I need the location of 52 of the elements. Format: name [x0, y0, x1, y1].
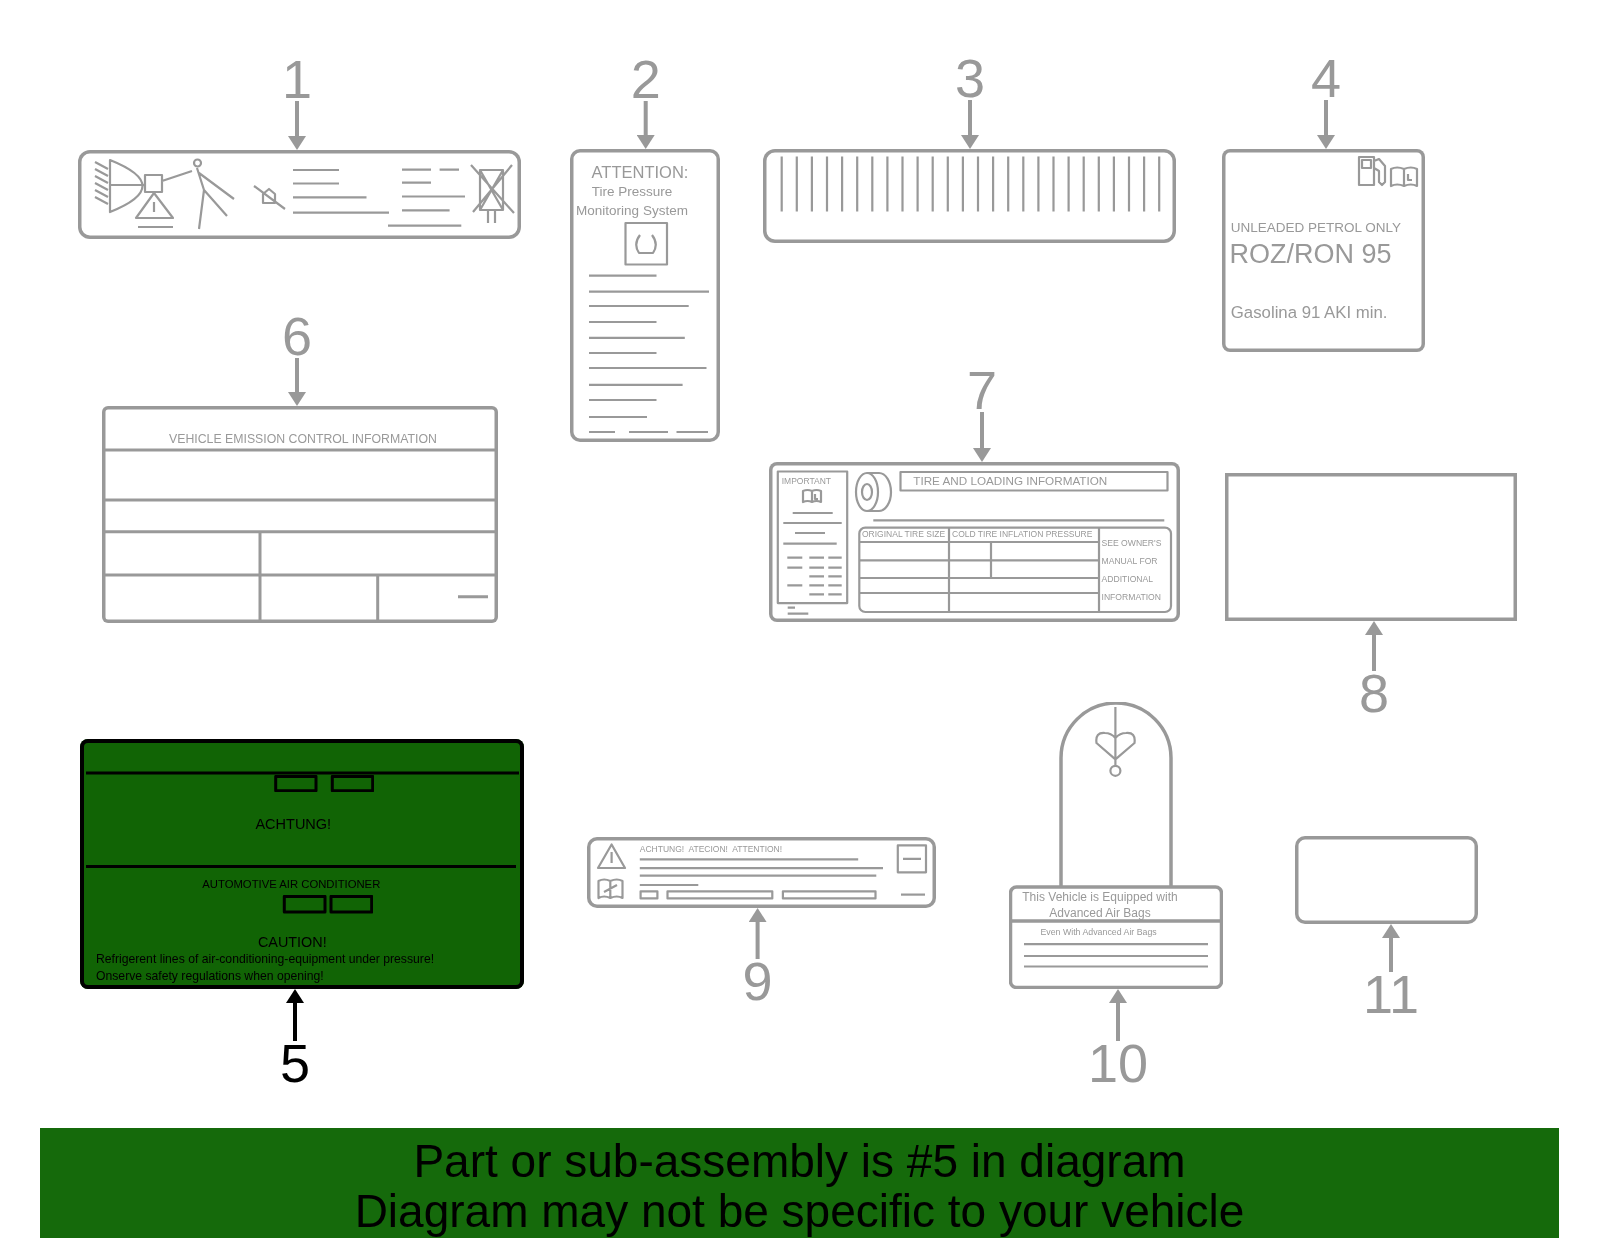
leader-arrow	[1365, 621, 1383, 671]
leader-arrow	[1382, 924, 1400, 972]
callout-number: 3	[955, 56, 985, 100]
leader-arrow	[748, 908, 767, 959]
leader-arrow	[961, 100, 979, 149]
label-heading: ACHTUNG!	[255, 815, 332, 833]
leader-arrow	[636, 101, 655, 149]
callout-number: 9	[742, 959, 773, 1003]
label-heading: ACHTUNG! ATECION! ATTENTION!	[639, 843, 783, 855]
callout-number: 5	[280, 1041, 310, 1085]
emission-control-label	[102, 406, 498, 623]
label-title: TIRE AND LOADING INFORMATION	[913, 475, 1108, 488]
label-heading: ATTENTION:	[591, 162, 689, 184]
label-subheading: AUTOMOTIVE AIR CONDITIONER	[202, 876, 381, 891]
warning-text: Refrigerent lines of air-conditioning-equipment under pressure! Onserve safety regulations when opening!	[96, 951, 436, 985]
pictogram-label	[78, 150, 521, 239]
leader-arrow	[288, 101, 306, 150]
warning-label	[587, 837, 936, 908]
blank-label	[1225, 473, 1517, 621]
column-header: ORIGINAL TIRE SIZE	[862, 529, 946, 541]
callout-number: 7	[967, 368, 997, 412]
callout-number: 10	[1087, 1041, 1149, 1085]
callout-number: 4	[1311, 56, 1341, 100]
label-heading: VEHICLE EMISSION CONTROL INFORMATION	[169, 431, 437, 447]
label-heading: CAUTION!	[257, 933, 327, 951]
label-text: Tire Pressure Monitoring System	[575, 182, 689, 220]
callout-number: 6	[282, 314, 312, 358]
tire-pressure-label	[570, 149, 720, 442]
callout-number: 2	[630, 57, 661, 101]
leader-arrow	[973, 412, 991, 462]
column-header: COLD TIRE INFLATION PRESSURE	[952, 529, 1093, 541]
label-text: UNLEADED PETROL ONLY	[1230, 219, 1402, 236]
airbag-label	[1009, 702, 1223, 989]
leader-arrow	[1317, 100, 1335, 149]
air-conditioner-label	[80, 739, 524, 989]
label-heading: IMPORTANT	[781, 475, 831, 487]
label-text: Gasolina 91 AKI min.	[1230, 301, 1388, 323]
label-note: SEE OWNER'S MANUAL FOR ADDITIONAL INFORMATION	[1101, 536, 1163, 605]
tire-loading-label	[769, 462, 1180, 622]
barcode-label	[763, 149, 1176, 243]
callout-number: 1	[282, 57, 312, 101]
leader-arrow	[286, 989, 304, 1041]
blank-label	[1295, 836, 1478, 924]
fuel-label	[1222, 149, 1425, 352]
octane-rating-text: ROZ/RON 95	[1229, 238, 1392, 271]
leader-arrow	[288, 358, 306, 406]
callout-number: 11	[1362, 972, 1420, 1016]
label-text: Even With Advanced Air Bags	[1040, 927, 1157, 939]
label-heading: This Vehicle is Equipped with Advanced Air Bags	[1021, 889, 1179, 921]
caption-banner: Part or sub-assembly is #5 in diagram Diagram may not be specific to your vehicle	[40, 1128, 1559, 1238]
leader-arrow	[1109, 989, 1127, 1041]
callout-number: 8	[1359, 671, 1389, 715]
